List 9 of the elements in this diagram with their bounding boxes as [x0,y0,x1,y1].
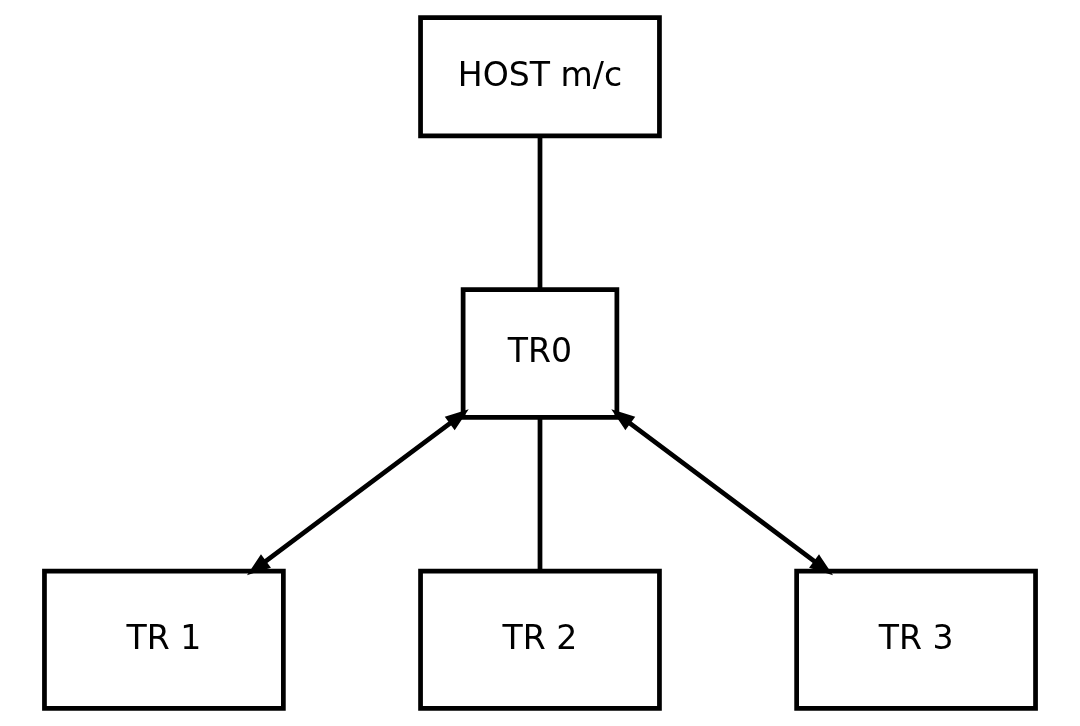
connector [537,417,543,571]
arrow [611,409,833,576]
node-box: TR 3 [794,568,1038,711]
arrow [247,409,469,576]
connector [537,136,543,290]
node-box: TR 2 [418,568,662,711]
node-box: TR0 [460,287,620,420]
node-box: HOST m/c [418,15,662,139]
node-box: TR 1 [42,568,286,711]
